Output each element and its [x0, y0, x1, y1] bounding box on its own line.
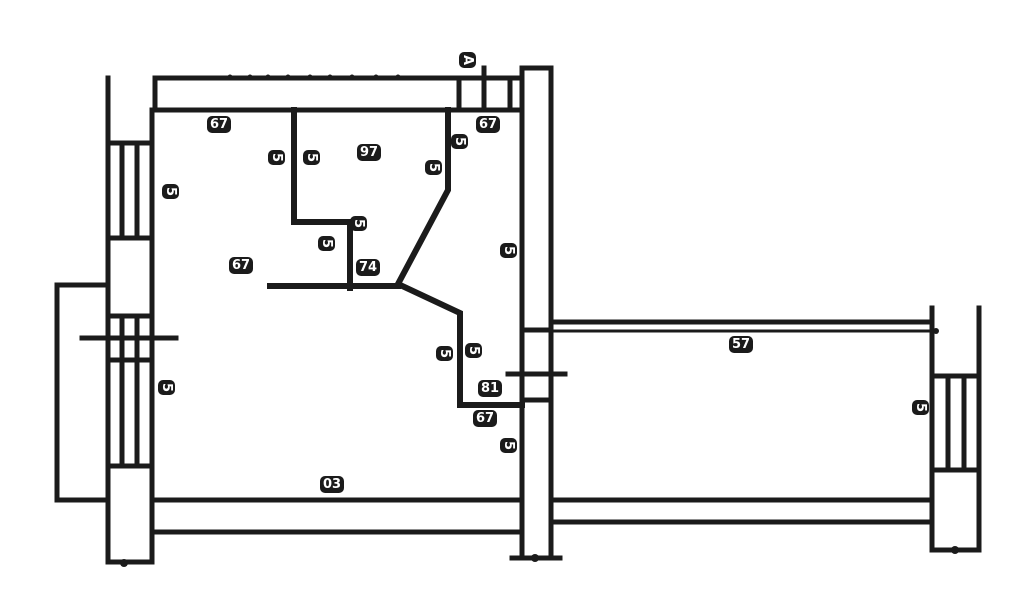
- dimension-label-partition-mid-a: 5: [318, 236, 335, 252]
- dimension-label-inner-wall-right: 5: [500, 243, 517, 259]
- dimension-label-partition-left-b: 5: [303, 150, 320, 166]
- dimension-label-left-room: 67: [229, 257, 254, 274]
- dimension-label-partition-mid-b: 5: [350, 216, 367, 232]
- dimension-label-right-room: 57: [729, 336, 754, 353]
- interior-partitions: [267, 107, 525, 408]
- anchor-dots: [120, 328, 959, 567]
- dimension-label-corridor-a: 5: [436, 346, 453, 362]
- left-wall: [79, 75, 179, 565]
- dimension-label-partition-mid-c: 74: [356, 259, 381, 276]
- left-balcony: [54, 282, 111, 503]
- dimension-label-partition-left-a: 5: [268, 150, 285, 166]
- dimension-label-corridor-e: 5: [500, 438, 517, 454]
- top-wall: [152, 75, 525, 113]
- dimension-label-top-middle-room: 97: [357, 144, 382, 161]
- dimension-label-right-wall: 5: [912, 400, 929, 416]
- right-room-walls: [548, 305, 982, 553]
- top-right-vent: [456, 65, 513, 113]
- dimension-label-corridor-c: 81: [478, 380, 503, 397]
- window-ticks-top: [227, 74, 401, 80]
- dimension-label-bottom-wall: 03: [320, 476, 345, 493]
- dimension-label-left-wall-lower: 5: [158, 380, 175, 396]
- dimension-label-corridor-b: 5: [465, 343, 482, 359]
- dimension-label-top-marker: A: [459, 52, 476, 69]
- dimension-label-top-left-room: 67: [207, 116, 232, 133]
- dimension-label-partition-diag-b: 5: [451, 134, 468, 150]
- dimension-label-corridor-d: 67: [473, 410, 498, 427]
- dimension-label-partition-diag-a: 5: [425, 160, 442, 176]
- dimension-label-left-wall-upper: 5: [162, 184, 179, 200]
- bottom-wall: [149, 497, 935, 535]
- dimension-label-top-right-room: 67: [476, 116, 501, 133]
- central-wall: [505, 65, 568, 561]
